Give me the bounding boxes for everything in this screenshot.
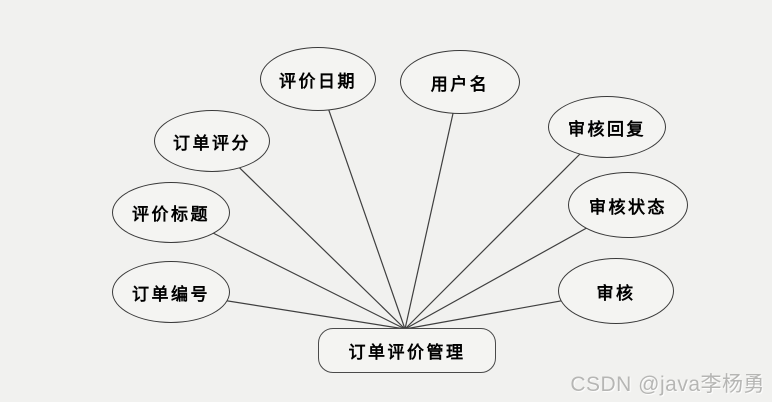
node-review-reply-label: 审核回复 bbox=[568, 119, 646, 139]
connector-username bbox=[404, 81, 461, 330]
csdn-watermark: CSDN @java李杨勇 bbox=[570, 373, 765, 396]
connector-order-score bbox=[211, 140, 406, 330]
node-review-label: 审核 bbox=[596, 283, 636, 303]
node-username: 用户名 bbox=[400, 50, 520, 114]
node-order-evaluation-management-label: 订单评价管理 bbox=[348, 343, 466, 362]
connector-review-reply bbox=[404, 126, 608, 330]
node-order-score-label: 订单评分 bbox=[173, 133, 251, 153]
node-review-status: 审核状态 bbox=[568, 172, 688, 238]
node-username-label: 用户名 bbox=[430, 74, 490, 94]
node-order-evaluation-management: 订单评价管理 bbox=[318, 328, 496, 373]
node-review-reply: 审核回复 bbox=[548, 96, 666, 158]
node-order-number: 订单编号 bbox=[112, 261, 230, 323]
node-order-number-label: 订单编号 bbox=[132, 284, 210, 304]
connector-evaluation-date bbox=[317, 78, 406, 330]
node-review: 审核 bbox=[558, 258, 674, 324]
node-evaluation-date-label: 评价日期 bbox=[279, 71, 357, 91]
node-evaluation-title-label: 评价标题 bbox=[132, 205, 210, 224]
node-evaluation-date: 评价日期 bbox=[260, 47, 376, 111]
node-evaluation-title: 评价标题 bbox=[112, 182, 230, 243]
node-review-status-label: 审核状态 bbox=[589, 197, 667, 217]
node-order-score: 订单评分 bbox=[154, 110, 270, 172]
